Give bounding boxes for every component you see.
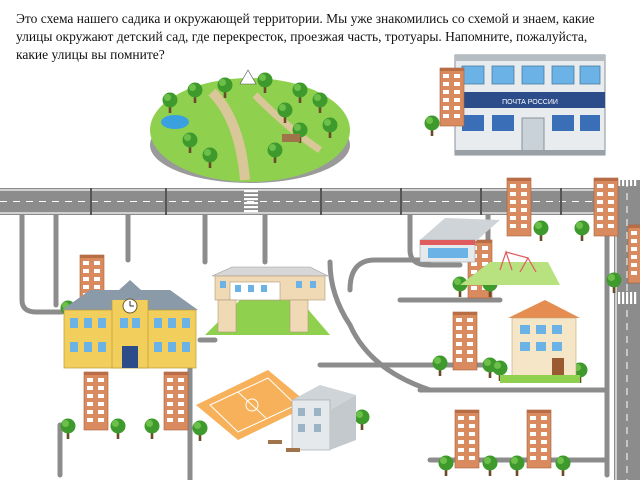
- intro-text: Это схема нашего садика и окружающей тер…: [16, 11, 595, 62]
- post-office: ПОЧТА РОССИИ: [454, 54, 606, 156]
- clock-icon: [122, 298, 138, 314]
- shop-with-playground: [419, 218, 560, 285]
- post-office-sign: ПОЧТА РОССИИ: [502, 99, 558, 106]
- crosswalk-icon: [244, 190, 258, 213]
- park: [150, 69, 350, 183]
- school: [62, 280, 198, 369]
- apartment-building-gray: [268, 385, 356, 452]
- main-road: [0, 188, 640, 215]
- house: [500, 300, 580, 383]
- crosswalk-icon: [618, 174, 637, 186]
- sidewalks: [19, 210, 610, 480]
- crosswalk-icon: [618, 292, 637, 304]
- kindergarten: [205, 266, 330, 335]
